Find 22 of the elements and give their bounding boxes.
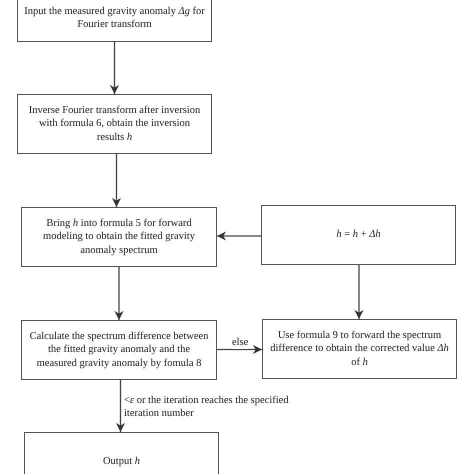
arrow (217, 231, 261, 241)
process-box (261, 205, 456, 265)
process-box (17, 94, 212, 154)
arrow (354, 265, 364, 319)
process-box (21, 320, 217, 380)
box-text: Inverse Fourier transform after inversion with formula 6, obtain the inversion results h (28, 104, 202, 144)
arrow (116, 380, 126, 432)
box-text: Input the measured gravity anomaly Δg for Fourier transform (23, 4, 206, 32)
box-text: Use formula 9 to forward the spectrum difference to obtain the corrected value Δh of h (269, 329, 450, 369)
edge-label: else (232, 336, 248, 350)
box-text: Output h (102, 455, 142, 469)
process-box (21, 207, 217, 267)
process-box (17, 0, 212, 42)
arrow (112, 154, 122, 207)
arrow (217, 344, 262, 354)
box-text: Calculate the spectrum difference between the fitted gravity anomaly and the measured gravity anomaly by fomula 8 (28, 330, 210, 370)
process-box (262, 319, 457, 379)
process-box (24, 432, 219, 474)
arrow (114, 267, 124, 320)
box-text: Bring h into formula 5 for forward modeling to obtain the fitted gravity anomaly spectrum (42, 217, 196, 257)
arrow (110, 42, 120, 94)
box-text: h = h + Δh (335, 228, 382, 242)
